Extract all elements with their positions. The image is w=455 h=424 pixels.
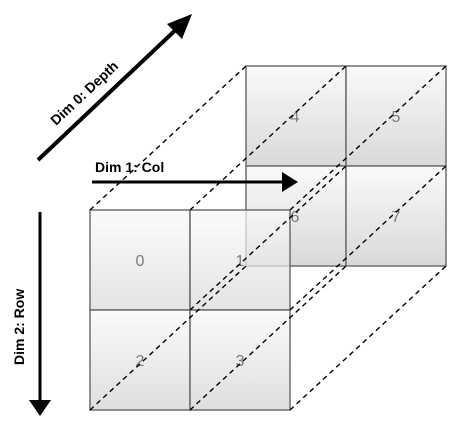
cell-label-6: 6 — [291, 209, 300, 226]
cell-7 — [345, 165, 447, 267]
cell-5 — [345, 65, 447, 167]
cell-label-2: 2 — [136, 353, 145, 370]
cell-4 — [245, 65, 347, 167]
depth-arrow-head — [167, 14, 192, 39]
col-arrow-head — [282, 172, 298, 192]
row-arrow-head — [29, 400, 51, 416]
axis-arrows — [29, 14, 298, 416]
cell-label-1: 1 — [236, 253, 245, 270]
cell-1 — [189, 209, 291, 311]
back-face: 4 5 6 7 — [245, 65, 447, 267]
cell-label-5: 5 — [392, 109, 401, 126]
cell-label-0: 0 — [136, 253, 145, 270]
connector-bottom-right — [289, 265, 447, 411]
cell-label-4: 4 — [291, 109, 300, 126]
depth-arrow — [36, 20, 186, 162]
cell-label-7: 7 — [392, 209, 401, 226]
front-face: 0 1 2 3 — [89, 209, 291, 411]
cell-3 — [189, 309, 291, 411]
axis-label-col: Dim 1: Col — [95, 159, 164, 175]
axis-label-row: Dim 2: Row — [11, 289, 27, 365]
cell-2 — [89, 309, 191, 411]
cell-label-3: 3 — [236, 353, 245, 370]
